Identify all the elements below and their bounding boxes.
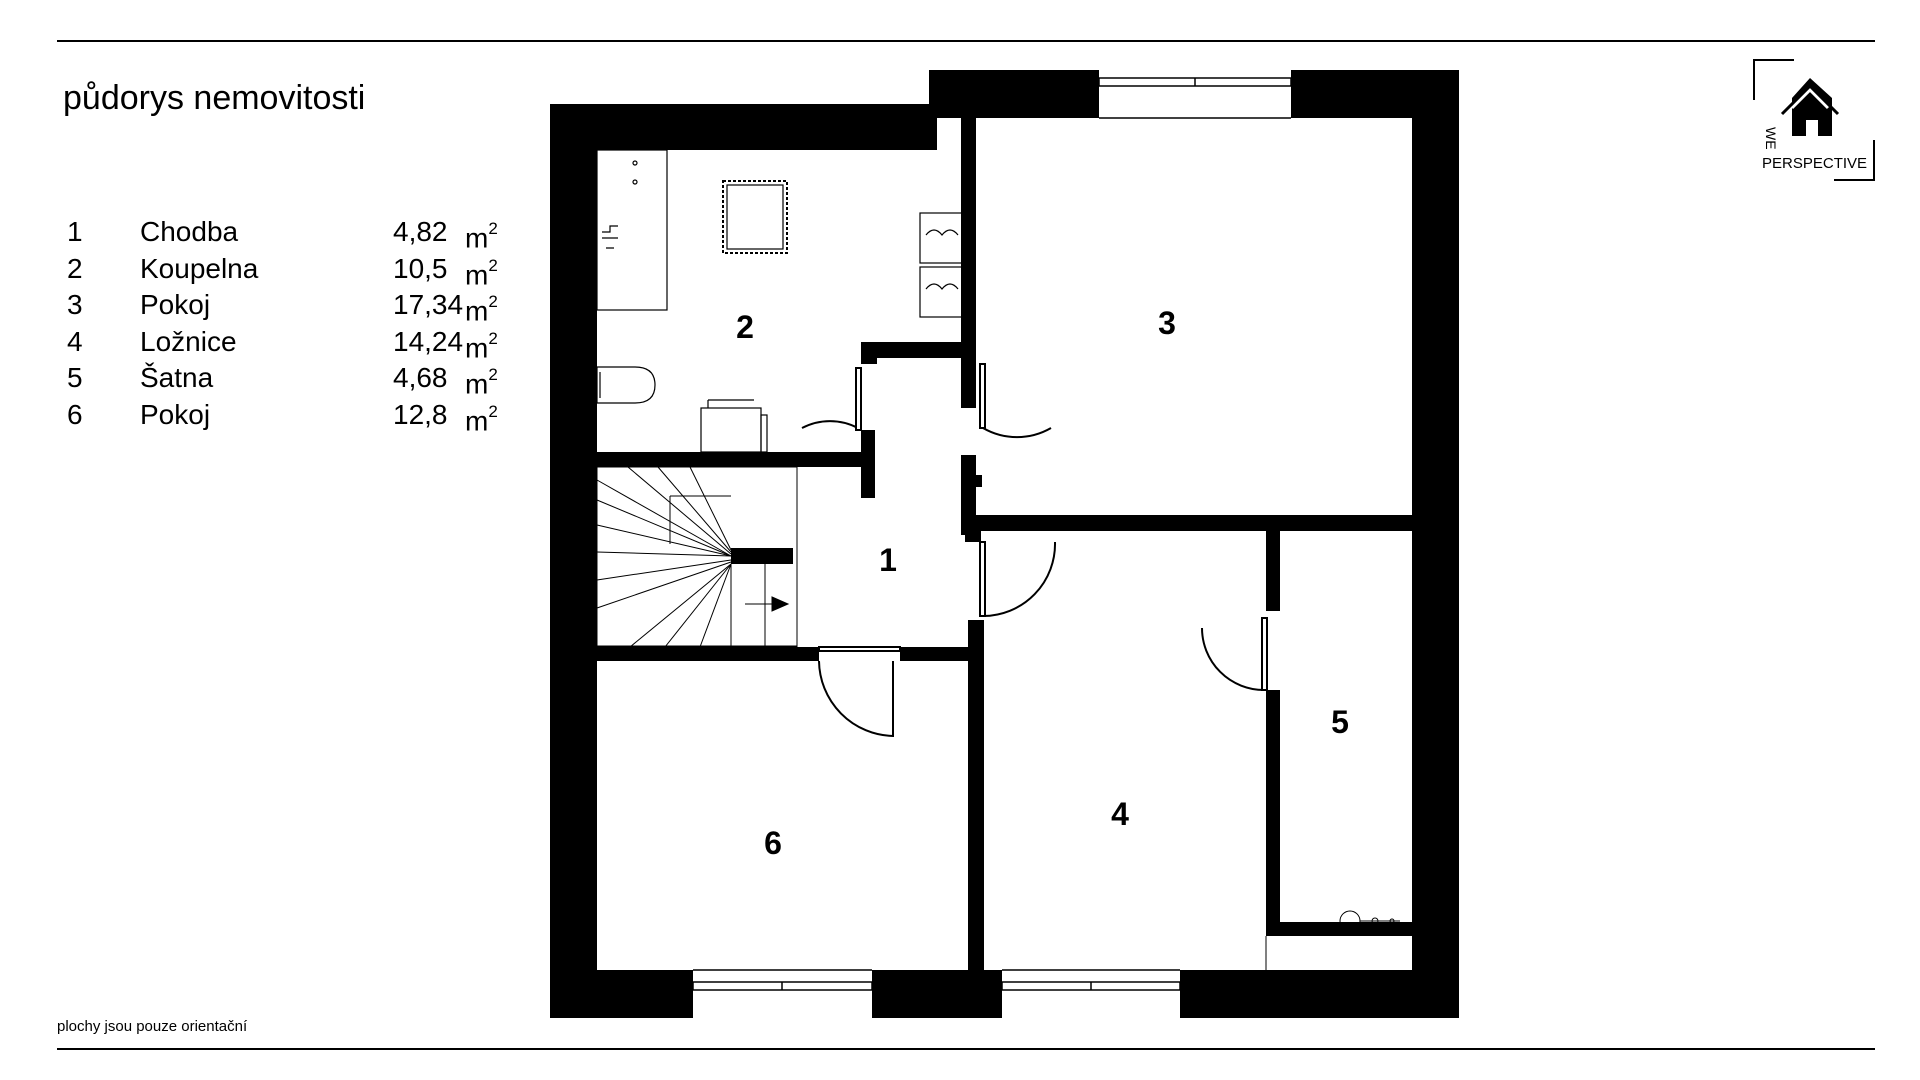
room-row: 6 Pokoj 12,8 m2	[65, 397, 525, 436]
room-row: 5 Šatna 4,68 m2	[65, 360, 525, 399]
room-number: 4	[67, 325, 83, 357]
we-perspective-logo: WE PERSPECTIVE	[1753, 59, 1875, 181]
room-area: 14,24	[393, 325, 464, 357]
footnote: plochy jsou pouze orientační	[57, 1018, 248, 1035]
stairs	[596, 466, 798, 649]
room-area: 4,68	[393, 362, 448, 393]
floor-plan: 1 2 3 4 5 6	[550, 70, 1459, 1018]
room-name: Ložnice	[140, 325, 237, 357]
unit-base: m	[465, 295, 489, 327]
room-row: 1 Chodba 4,82 m2	[65, 214, 525, 253]
room-name: Pokoj	[140, 398, 211, 430]
unit-exponent: 2	[488, 328, 498, 348]
room-row: 3 Pokoj 17,34 m2	[65, 287, 525, 326]
unit-exponent: 2	[488, 292, 498, 311]
room-unit: m2	[465, 251, 498, 293]
room-label-2: 2	[736, 309, 754, 345]
outer-walls	[550, 70, 1459, 1018]
room-unit: m2	[465, 397, 498, 439]
unit-base: m	[465, 331, 489, 363]
room-unit: m2	[465, 287, 498, 329]
room-number: 5	[67, 362, 83, 393]
room-number: 2	[67, 252, 83, 284]
logo-text-we: WE	[1763, 127, 1779, 150]
room-label-4: 4	[1111, 796, 1129, 832]
room-label-5: 5	[1331, 704, 1349, 740]
room-number: 3	[67, 289, 83, 320]
wardrobe-fixture	[1339, 910, 1400, 932]
room-area: 17,34	[393, 289, 464, 320]
logo-frame	[1753, 59, 1875, 181]
room-unit: m2	[465, 360, 498, 402]
room-label-6: 6	[764, 825, 782, 861]
room-name: Chodba	[140, 216, 239, 247]
room-number: 6	[67, 398, 83, 430]
bottom-rule	[57, 1048, 1875, 1050]
room-name: Koupelna	[140, 252, 259, 284]
room-row: 2 Koupelna 10,5 m2	[65, 251, 525, 290]
room-name: Šatna	[140, 362, 214, 393]
unit-base: m	[465, 258, 489, 290]
unit-base: m	[465, 222, 489, 254]
room-unit: m2	[465, 214, 498, 256]
page-title: půdorys nemovitosti	[63, 79, 366, 117]
unit-base: m	[465, 404, 489, 436]
room-unit: m2	[465, 324, 498, 366]
room-area: 12,8	[393, 398, 448, 430]
unit-exponent: 2	[488, 219, 498, 238]
bathtub-shape	[596, 149, 668, 311]
top-rule	[57, 40, 1875, 42]
room-number: 1	[67, 216, 83, 247]
unit-exponent: 2	[488, 365, 498, 384]
room-label-1: 1	[879, 542, 897, 578]
unit-base: m	[465, 368, 489, 400]
room-name: Pokoj	[140, 289, 211, 320]
bathroom-fixtures	[596, 149, 963, 453]
inner-walls	[597, 118, 1412, 970]
room-label-3: 3	[1158, 305, 1176, 341]
room-area: 10,5	[393, 252, 448, 284]
doors	[801, 363, 1268, 970]
room-area: 4,82	[393, 216, 448, 247]
unit-exponent: 2	[488, 401, 498, 421]
room-row: 4 Ložnice 14,24 m2	[65, 324, 525, 363]
room-labels: 1 2 3 4 5 6	[736, 305, 1349, 861]
house-icon	[1780, 78, 1840, 136]
room-legend: 1 Chodba 4,82 m2 2 Koupelna 10,5 m2 3 Po…	[65, 214, 525, 436]
logo-text-perspective: PERSPECTIVE	[1762, 155, 1867, 172]
windows	[692, 77, 1292, 991]
unit-exponent: 2	[488, 255, 498, 275]
